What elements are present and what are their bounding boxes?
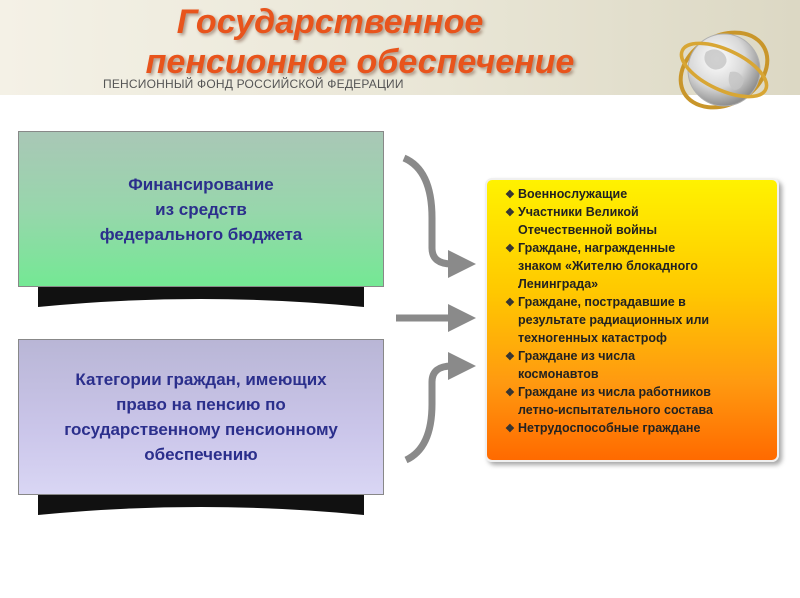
categories-line: право на пенсию по (116, 395, 286, 414)
page-title-line-2: пенсионное обеспечение (145, 43, 575, 81)
bottom-curved-arrow (404, 352, 476, 464)
list-item: ❖Военнослужащие (505, 185, 770, 203)
diamond-bullet-icon: ❖ (505, 423, 515, 435)
list-item-line: Граждане из числа работников (518, 385, 711, 399)
list-item: ❖Нетрудоспособные граждане (505, 419, 770, 437)
list-item-line: Отечественной войны (518, 223, 658, 237)
box1-shadow (38, 283, 364, 307)
list-item-line: Граждане, награжденные (518, 241, 676, 255)
diamond-bullet-icon: ❖ (505, 387, 515, 399)
list-item-line: Граждане, пострадавшие в (518, 295, 686, 309)
categories-line: обеспечению (144, 445, 258, 464)
list-item-line: Нетрудоспособные граждане (518, 421, 701, 435)
financing-line: Финансирование (128, 174, 274, 194)
financing-box: Финансирование из средств федерального б… (18, 131, 384, 287)
page-title-line-1: Государственное (176, 3, 484, 41)
header-band (0, 0, 800, 95)
diamond-bullet-icon: ❖ (505, 189, 515, 201)
list-item-line: летно-испытательного состава (518, 403, 713, 417)
list-item-line: результате радиационных или (518, 313, 710, 327)
box2-shadow (38, 491, 364, 515)
list-item-line: космонавтов (518, 367, 599, 381)
categories-list-box (485, 178, 779, 462)
list-item-line: знаком «Жителю блокадного (518, 259, 698, 273)
list-item: ❖Граждане из числа работников летно-испыт… (505, 383, 770, 419)
financing-line: федерального бюджета (99, 224, 303, 244)
organization-subtitle: ПЕНСИОННЫЙ ФОНД РОССИЙСКОЙ ФЕДЕРАЦИИ (103, 77, 404, 91)
list-item: ❖Граждане, пострадавшие в результате ради… (505, 293, 770, 347)
financing-line: из средств (155, 199, 247, 219)
list-item: ❖Граждане, награжденные знаком «Жителю бл… (505, 239, 770, 293)
diamond-bullet-icon: ❖ (505, 351, 515, 363)
diamond-bullet-icon: ❖ (505, 243, 515, 255)
categories-box: Категории граждан, имеющих право на пенс… (18, 339, 384, 495)
categories-line: государственному пенсионному (64, 420, 338, 439)
list-item: ❖Граждане из числа космонавтов (505, 347, 770, 383)
list-item-line: техногенных катастроф (518, 331, 667, 345)
globe-icon (678, 30, 770, 110)
diamond-bullet-icon: ❖ (505, 207, 515, 219)
list-item-line: Ленинграда» (518, 277, 599, 291)
list-item-line: Военнослужащие (518, 187, 628, 201)
list-item-line: Участники Великой (518, 205, 639, 219)
top-curved-arrow (402, 154, 476, 278)
categories-line: Категории граждан, имеющих (75, 370, 327, 389)
diamond-bullet-icon: ❖ (505, 297, 515, 309)
list-item-line: Граждане из числа (518, 349, 636, 363)
